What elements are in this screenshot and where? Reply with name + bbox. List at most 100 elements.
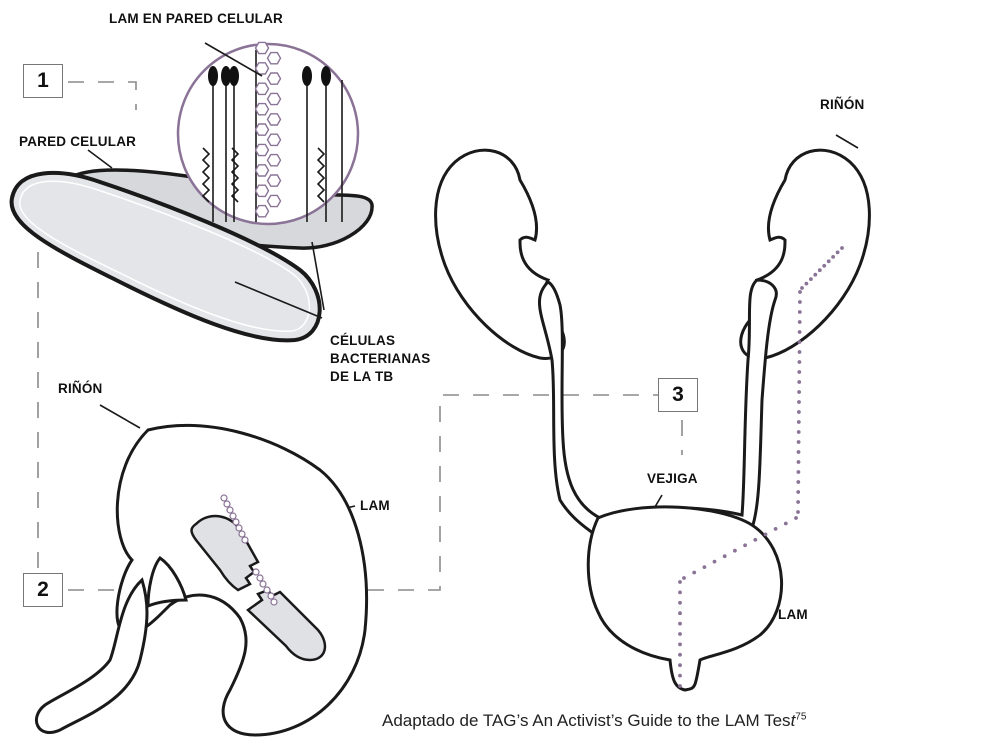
step-badge-3: 3 — [658, 378, 698, 412]
lam-urine-dot — [784, 522, 788, 526]
lam-hexagon — [256, 124, 269, 135]
label-tb-cells-line2: BACTERIANAS — [330, 350, 430, 367]
label-lam-bladder: LAM — [778, 606, 808, 623]
lam-urine-dot — [798, 300, 802, 304]
lam-urine-dot — [678, 611, 682, 615]
lam-urine-dot — [798, 290, 802, 294]
lam-bead — [227, 507, 233, 513]
label-bladder: VEJIGA — [647, 470, 698, 487]
lam-urine-dot — [813, 273, 817, 277]
lam-hexagon — [256, 42, 269, 53]
lam-hexagon — [268, 73, 281, 84]
lam-urine-dot — [809, 277, 813, 281]
label-tb-cells-line1: CÉLULAS — [330, 332, 395, 349]
source-caption: Adaptado de TAG’s An Activist’s Guide to… — [382, 711, 806, 731]
lam-hexagon — [268, 175, 281, 186]
leader-kidney-left — [100, 405, 140, 428]
leader-cell-wall — [88, 150, 112, 168]
lam-urine-dot — [827, 259, 831, 263]
lam-urine-dot — [798, 320, 802, 324]
lam-urine-dot — [798, 360, 802, 364]
lam-urine-dot — [797, 430, 801, 434]
lam-urine-dot — [797, 380, 801, 384]
lam-hexagon — [256, 63, 269, 74]
lam-urine-dot — [723, 554, 727, 558]
lam-urine-dot — [743, 543, 747, 547]
lam-urine-dot — [678, 591, 682, 595]
lam-bead — [268, 593, 274, 599]
lam-hexagon — [256, 165, 269, 176]
lam-urine-dot — [692, 571, 696, 575]
lam-urine-dot — [797, 450, 801, 454]
lam-urine-dot — [797, 470, 801, 474]
lam-urine-dot — [797, 370, 801, 374]
kidney-cross-section — [36, 426, 366, 735]
lam-urine-dot — [796, 500, 800, 504]
cell-wall-magnifier — [178, 42, 358, 224]
lam-bead — [242, 537, 248, 543]
lam-urine-dot — [797, 400, 801, 404]
connector-step1 — [68, 82, 136, 110]
lam-urine-dot — [733, 549, 737, 553]
lam-urine-dot — [822, 264, 826, 268]
lam-hexagon — [268, 114, 281, 125]
lam-urine-dot — [764, 533, 768, 537]
lam-bead — [221, 495, 227, 501]
lam-urine-dot — [796, 490, 800, 494]
lam-urine-dot — [798, 350, 802, 354]
lam-urine-dot — [678, 601, 682, 605]
step-badge-2: 2 — [23, 573, 63, 607]
lam-hexagon — [256, 144, 269, 155]
lam-hexagon — [256, 185, 269, 196]
lam-bead — [253, 569, 259, 575]
lam-urine-dot — [836, 251, 840, 255]
lam-urine-dot — [682, 576, 686, 580]
step-badge-1: 1 — [23, 64, 63, 98]
lam-urine-dot — [797, 410, 801, 414]
lam-urine-dot — [796, 480, 800, 484]
lam-urine-dot — [798, 340, 802, 344]
lam-bead — [260, 581, 266, 587]
lam-bead — [264, 587, 270, 593]
lam-bead — [239, 531, 245, 537]
lam-urine-dot — [798, 310, 802, 314]
label-cell-wall: PARED CELULAR — [19, 133, 136, 150]
lam-urine-dot — [797, 460, 801, 464]
lam-hexagon — [256, 83, 269, 94]
label-lam-kidney: LAM — [360, 497, 390, 514]
lam-urine-dot — [774, 527, 778, 531]
lam-urine-dot — [753, 538, 757, 542]
lam-urine-dot — [678, 632, 682, 636]
lam-urine-dot — [794, 516, 798, 520]
leader-kidney-right — [836, 135, 858, 148]
label-kidney-left: RIÑÓN — [58, 380, 103, 397]
lam-urine-dot — [678, 580, 682, 584]
lam-bead — [257, 575, 263, 581]
lam-hexagon — [268, 134, 281, 145]
lam-urine-dot — [797, 420, 801, 424]
lam-urine-dot — [678, 643, 682, 647]
lam-bead — [236, 525, 242, 531]
bladder-body — [588, 507, 781, 690]
caption-superscript: 75 — [795, 711, 806, 722]
lam-hexagon — [256, 206, 269, 217]
lam-urine-dot — [678, 622, 682, 626]
lam-bead — [224, 501, 230, 507]
lam-urine-dot — [796, 510, 800, 514]
lam-hexagon — [268, 93, 281, 104]
lam-urine-dot — [798, 330, 802, 334]
lam-urine-dot — [678, 663, 682, 667]
lam-urine-dot — [703, 565, 707, 569]
lam-urine-dot — [800, 286, 804, 290]
label-lam-cell-wall: LAM EN PARED CELULAR — [109, 10, 283, 27]
lam-urine-dot — [678, 674, 682, 678]
lam-bead — [230, 513, 236, 519]
label-kidney-right: RIÑÓN — [820, 96, 865, 113]
lam-urine-dot — [797, 440, 801, 444]
caption-text: Adaptado de TAG’s An Activist’s Guide to… — [382, 711, 791, 730]
lam-urine-dot — [818, 268, 822, 272]
lam-urine-dot — [678, 653, 682, 657]
lam-hexagon — [268, 155, 281, 166]
lam-urine-dot — [797, 390, 801, 394]
lam-urine-dot — [678, 684, 682, 688]
